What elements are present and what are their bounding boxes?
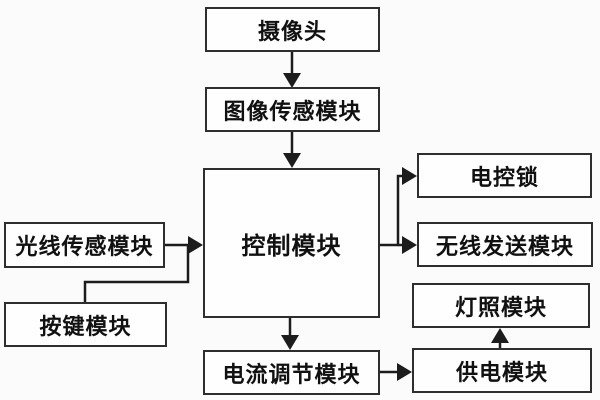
node-button-module-label: 按键模块 <box>39 313 132 339</box>
edge-light-sensor-to-control <box>165 236 203 254</box>
node-electric-lock: 电控锁 <box>417 153 592 198</box>
node-button-module: 按键模块 <box>4 302 167 347</box>
node-lighting: 灯照模块 <box>412 283 590 328</box>
node-electric-lock-label: 电控锁 <box>469 164 539 190</box>
node-power-supply: 供电模块 <box>412 348 592 393</box>
node-control-label: 控制模块 <box>241 233 342 260</box>
node-camera-label: 摄像头 <box>257 18 327 44</box>
edge-power-supply-to-lighting <box>491 328 509 348</box>
edge-current-regulator-to-power-supply <box>380 363 412 381</box>
node-image-sensor-label: 图像传感模块 <box>223 98 362 124</box>
edge-control-to-electric-lock <box>379 167 417 247</box>
node-current-regulator-label: 电流调节模块 <box>222 361 361 387</box>
node-power-supply-label: 供电模块 <box>455 359 548 385</box>
edge-control-to-current-regulator <box>281 318 299 350</box>
node-wireless: 无线发送模块 <box>417 222 593 267</box>
node-image-sensor: 图像传感模块 <box>205 87 380 132</box>
node-camera: 摄像头 <box>205 7 380 52</box>
node-control: 控制模块 <box>203 168 380 318</box>
node-light-sensor-label: 光线传感模块 <box>15 234 154 259</box>
node-light-sensor: 光线传感模块 <box>4 222 165 268</box>
edge-camera-to-image-sensor <box>283 52 301 88</box>
node-lighting-label: 灯照模块 <box>454 294 547 320</box>
node-wireless-label: 无线发送模块 <box>435 233 574 259</box>
edge-image-sensor-to-control <box>283 132 301 168</box>
node-current-regulator: 电流调节模块 <box>203 350 380 395</box>
edge-control-to-wireless <box>398 236 417 254</box>
